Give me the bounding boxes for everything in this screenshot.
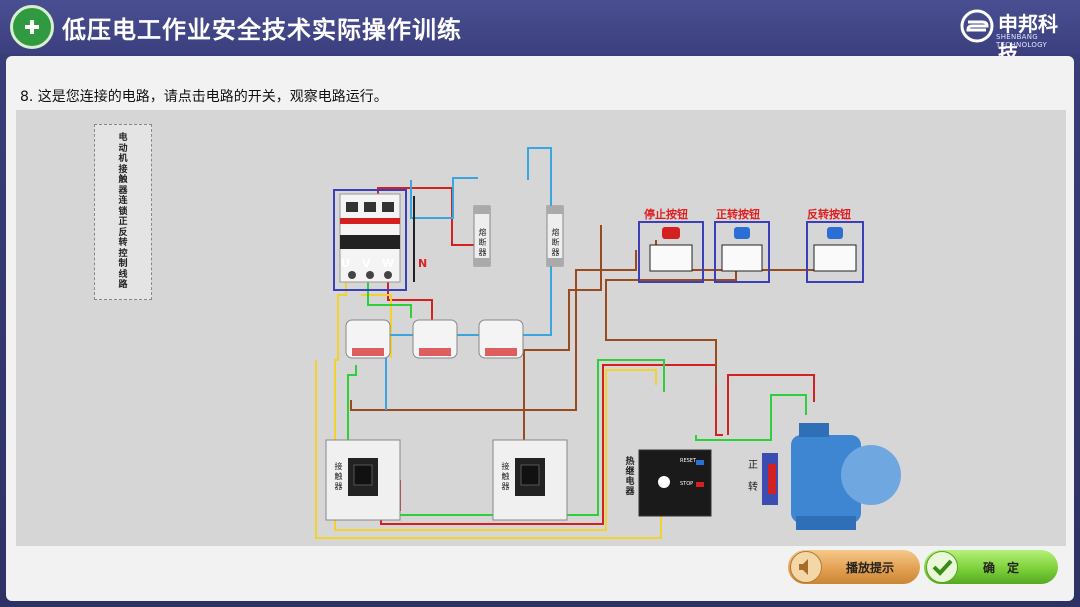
- fuse-left: [473, 205, 491, 267]
- instruction-text: 8. 这是您连接的电路，请点击电路的开关，观察电路运行。: [20, 89, 388, 105]
- stop-button-label: 停止按钮: [644, 208, 688, 221]
- motor-direction-char-2: 转: [748, 482, 758, 493]
- reverse-button[interactable]: [806, 221, 864, 283]
- brand-subtitle: SHENBANG TECHNOLOGY: [996, 33, 1048, 49]
- forward-button-label: 正转按钮: [716, 208, 760, 221]
- circuit-breaker[interactable]: [333, 189, 407, 291]
- wire-green-3: [695, 394, 807, 441]
- confirm-button[interactable]: 确定: [924, 550, 1058, 584]
- checkmark-icon: [926, 551, 958, 583]
- confirm-label: 确定: [982, 561, 1031, 575]
- motor: [762, 423, 901, 530]
- relay-reset-label: RESET: [680, 458, 697, 464]
- contactor-2-label: 接触器: [501, 462, 510, 491]
- wiring-diagram: [315, 147, 901, 539]
- wire-brown-3: [350, 250, 637, 411]
- relay-stop-label: STOP: [680, 481, 694, 487]
- app-title: 低压电工作业安全技术实际操作训练: [62, 15, 462, 44]
- breaker-label-w: W: [382, 257, 395, 270]
- header-bar: 低压电工作业安全技术实际操作训练 申邦科技 SHENBANG TECHNOLOG…: [0, 0, 1080, 65]
- breaker-label-v: V: [362, 257, 371, 270]
- fuse-right: [546, 205, 564, 267]
- circuit-canvas: 电动机接触器连锁正反转控制线路: [16, 110, 1066, 546]
- socket-1: [345, 319, 391, 359]
- fuse-label-right: 熔断器: [551, 228, 560, 257]
- socket-2: [412, 319, 458, 359]
- wire-red-3: [727, 374, 815, 435]
- contactor-1: [325, 439, 401, 521]
- stop-button[interactable]: [638, 221, 704, 283]
- fuse-label-left: 熔断器: [478, 228, 487, 257]
- shenbang-logo-icon: [960, 9, 994, 43]
- motor-direction-char-1: 正: [748, 460, 758, 471]
- breaker-label-u: U: [341, 257, 350, 270]
- wire-brown-4: [605, 250, 737, 385]
- play-hint-label: 播放提示: [845, 561, 894, 575]
- socket-3: [478, 319, 524, 359]
- wire-brown-1: [523, 225, 602, 440]
- contactor-2: [492, 439, 568, 521]
- brand-logo: 申邦科技 SHENBANG TECHNOLOGY: [960, 6, 1072, 65]
- forward-button[interactable]: [714, 221, 770, 283]
- reverse-button-label: 反转按钮: [807, 208, 851, 221]
- wire-blue-2: [410, 177, 478, 219]
- safety-cross-logo-icon: [10, 5, 54, 49]
- circuit-title-box: 电动机接触器连锁正反转控制线路: [94, 124, 152, 300]
- wire-yellow-1: [334, 250, 657, 531]
- contactor-1-label: 接触器: [334, 462, 343, 491]
- thermal-relay: [638, 449, 712, 517]
- thermal-relay-label: 热继电器: [625, 457, 635, 497]
- speaker-icon: [790, 551, 822, 583]
- play-hint-button[interactable]: 播放提示: [788, 550, 920, 584]
- main-panel: 8. 这是您连接的电路，请点击电路的开关，观察电路运行。 电动机接触器连锁正反转…: [6, 56, 1074, 601]
- neutral-label: N: [418, 257, 428, 270]
- wire-yellow-3: [361, 294, 392, 358]
- circuit-title: 电动机接触器连锁正反转控制线路: [118, 133, 128, 290]
